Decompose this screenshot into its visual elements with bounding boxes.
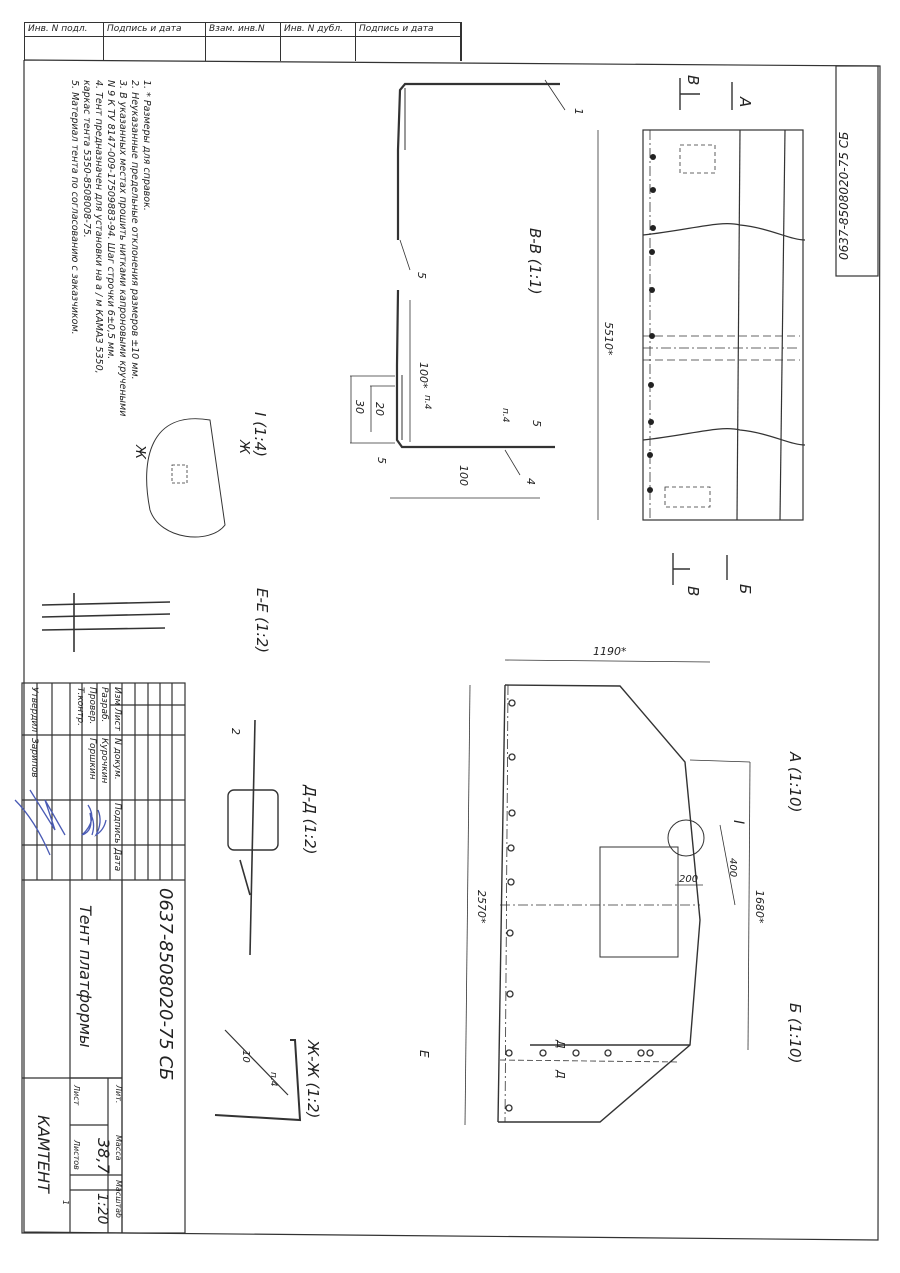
- mass-value: 38,7: [94, 1138, 113, 1174]
- front-view-geometry: [597, 129, 806, 521]
- svg-text:Д: Д: [554, 1039, 567, 1049]
- section-ee-geometry: [41, 593, 171, 652]
- stamp-sign-date-1: Подпись и дата: [104, 23, 205, 37]
- svg-text:Разраб.: Разраб.: [99, 687, 109, 722]
- archive-stamp: Инв. N подл. Подпись и дата Взам. инв.N …: [24, 22, 462, 61]
- svg-text:Б: Б: [736, 584, 754, 594]
- svg-text:Масса: Масса: [114, 1135, 123, 1161]
- title-block-lines: [21, 682, 186, 1234]
- svg-text:Лист: Лист: [72, 1084, 81, 1106]
- view-a-dims: [464, 659, 751, 1126]
- svg-text:Подпись: Подпись: [112, 803, 122, 843]
- stamp-sign-date-2: Подпись и дата: [356, 23, 460, 37]
- svg-text:20: 20: [373, 402, 386, 416]
- section-zhzh-label: Ж-Ж (1:2): [304, 1039, 322, 1118]
- doc-number-box: [835, 65, 879, 277]
- svg-text:Т.контр.: Т.контр.: [75, 687, 85, 726]
- section-ee-label: Е-Е (1:2): [253, 588, 271, 653]
- svg-text:5: 5: [530, 420, 543, 427]
- svg-text:5: 5: [415, 272, 428, 279]
- stamp-inv-dubl: Инв. N дубл.: [281, 23, 355, 37]
- svg-text:Лист: Лист: [112, 707, 122, 732]
- title-block-title: Тент платформы: [76, 905, 95, 1048]
- view-a-grommets: [505, 699, 654, 1112]
- scale-value: 1:20: [94, 1193, 110, 1225]
- svg-text:п.4: п.4: [268, 1072, 278, 1087]
- stamp-inv-podl: Инв. N подл.: [25, 23, 103, 37]
- svg-text:п.4: п.4: [422, 395, 432, 410]
- svg-text:Д: Д: [554, 1069, 567, 1079]
- technical-notes: 1. * Размеры для справок. 2. Неуказанные…: [69, 80, 152, 416]
- svg-text:2: 2: [229, 728, 242, 735]
- section-zhzh-geometry: [214, 1029, 302, 1122]
- section-dd-label: Д-Д (1:2): [301, 784, 319, 854]
- doc-number-top: 0637-8508020-75 СБ: [837, 132, 851, 260]
- drawing-frame: [23, 59, 881, 1241]
- front-view-section-markers: [672, 78, 733, 585]
- signature-marks: [14, 789, 107, 856]
- svg-text:Изм: Изм: [112, 687, 122, 706]
- svg-text:В: В: [684, 586, 702, 596]
- section-bb-geometry: [395, 82, 560, 449]
- svg-text:400: 400: [727, 858, 738, 877]
- svg-text:Масштаб: Масштаб: [114, 1180, 123, 1218]
- title-block-text: Изм Лист N докум. Подпись Дата Разраб. К…: [29, 687, 176, 1225]
- svg-text:Е: Е: [417, 1050, 431, 1058]
- section-bb-dims: [350, 79, 566, 499]
- front-view-stitch-dots: [647, 154, 656, 493]
- svg-text:Дата: Дата: [112, 847, 122, 871]
- section-bb-label: В-В (1:1): [526, 228, 544, 295]
- svg-text:В: В: [684, 75, 702, 85]
- svg-text:10: 10: [240, 1050, 251, 1063]
- svg-text:Ж: Ж: [132, 444, 147, 460]
- svg-text:N докум.: N докум.: [112, 738, 122, 780]
- svg-text:30: 30: [353, 400, 366, 414]
- svg-text:3. В указанных местах прошить: 3. В указанных местах прошить нитками ка…: [117, 80, 128, 416]
- svg-text:4. Тент предназначен для устан: 4. Тент предназначен для установки на а …: [93, 80, 104, 374]
- svg-text:4: 4: [524, 478, 537, 485]
- detail-i-outline: [146, 418, 226, 538]
- svg-text:1: 1: [61, 1200, 70, 1205]
- view-a-geometry: [497, 684, 705, 1123]
- title-block-doc-number: 0637-8508020-75 СБ: [155, 888, 176, 1081]
- svg-text:Листов: Листов: [72, 1139, 81, 1170]
- svg-text:N 9 К ТУ 8147-009-17509883-94.: N 9 К ТУ 8147-009-17509883-94. Шаг строч…: [105, 80, 116, 359]
- svg-text:5: 5: [375, 457, 388, 464]
- svg-text:Зарипов: Зарипов: [29, 738, 39, 778]
- svg-text:1: 1: [572, 108, 585, 115]
- svg-text:Ж: Ж: [236, 439, 251, 455]
- svg-text:5. Материал тента по согласова: 5. Материал тента по согласованию с зака…: [69, 80, 80, 335]
- stamp-vzam: Взам. инв.N: [206, 23, 280, 37]
- svg-text:каркас тента 5350-8508008-75.: каркас тента 5350-8508008-75.: [81, 80, 92, 238]
- view-b-label: Б (1:10): [786, 1003, 804, 1063]
- svg-text:100*: 100*: [417, 362, 430, 389]
- svg-text:Утвердил: Утвердил: [29, 687, 39, 732]
- svg-text:100: 100: [457, 465, 470, 486]
- svg-text:200: 200: [679, 874, 698, 885]
- organization-name: КАМТЕНТ: [34, 1115, 53, 1194]
- view-a-label: А (1:10): [786, 751, 804, 812]
- svg-text:Лит.: Лит.: [114, 1084, 123, 1103]
- detail-i-label: I (1:4): [251, 412, 269, 457]
- dim-1190: 1190*: [593, 645, 627, 658]
- svg-text:Горшкин: Горшкин: [87, 738, 97, 780]
- dim-2570: 2570*: [475, 890, 488, 924]
- svg-text:Курочкин: Курочкин: [99, 738, 109, 784]
- svg-text:1. * Размеры для справок.: 1. * Размеры для справок.: [141, 80, 152, 211]
- section-dd-geometry: [227, 719, 279, 956]
- svg-text:I: I: [730, 820, 746, 824]
- svg-text:2. Неуказанные предельные откл: 2. Неуказанные предельные отклонения раз…: [129, 80, 140, 380]
- svg-text:п.4: п.4: [500, 408, 510, 423]
- svg-text:А: А: [736, 96, 754, 107]
- dim-5510: 5510*: [602, 322, 615, 356]
- svg-text:Провер.: Провер.: [87, 687, 97, 724]
- dim-1680: 1680*: [753, 890, 766, 924]
